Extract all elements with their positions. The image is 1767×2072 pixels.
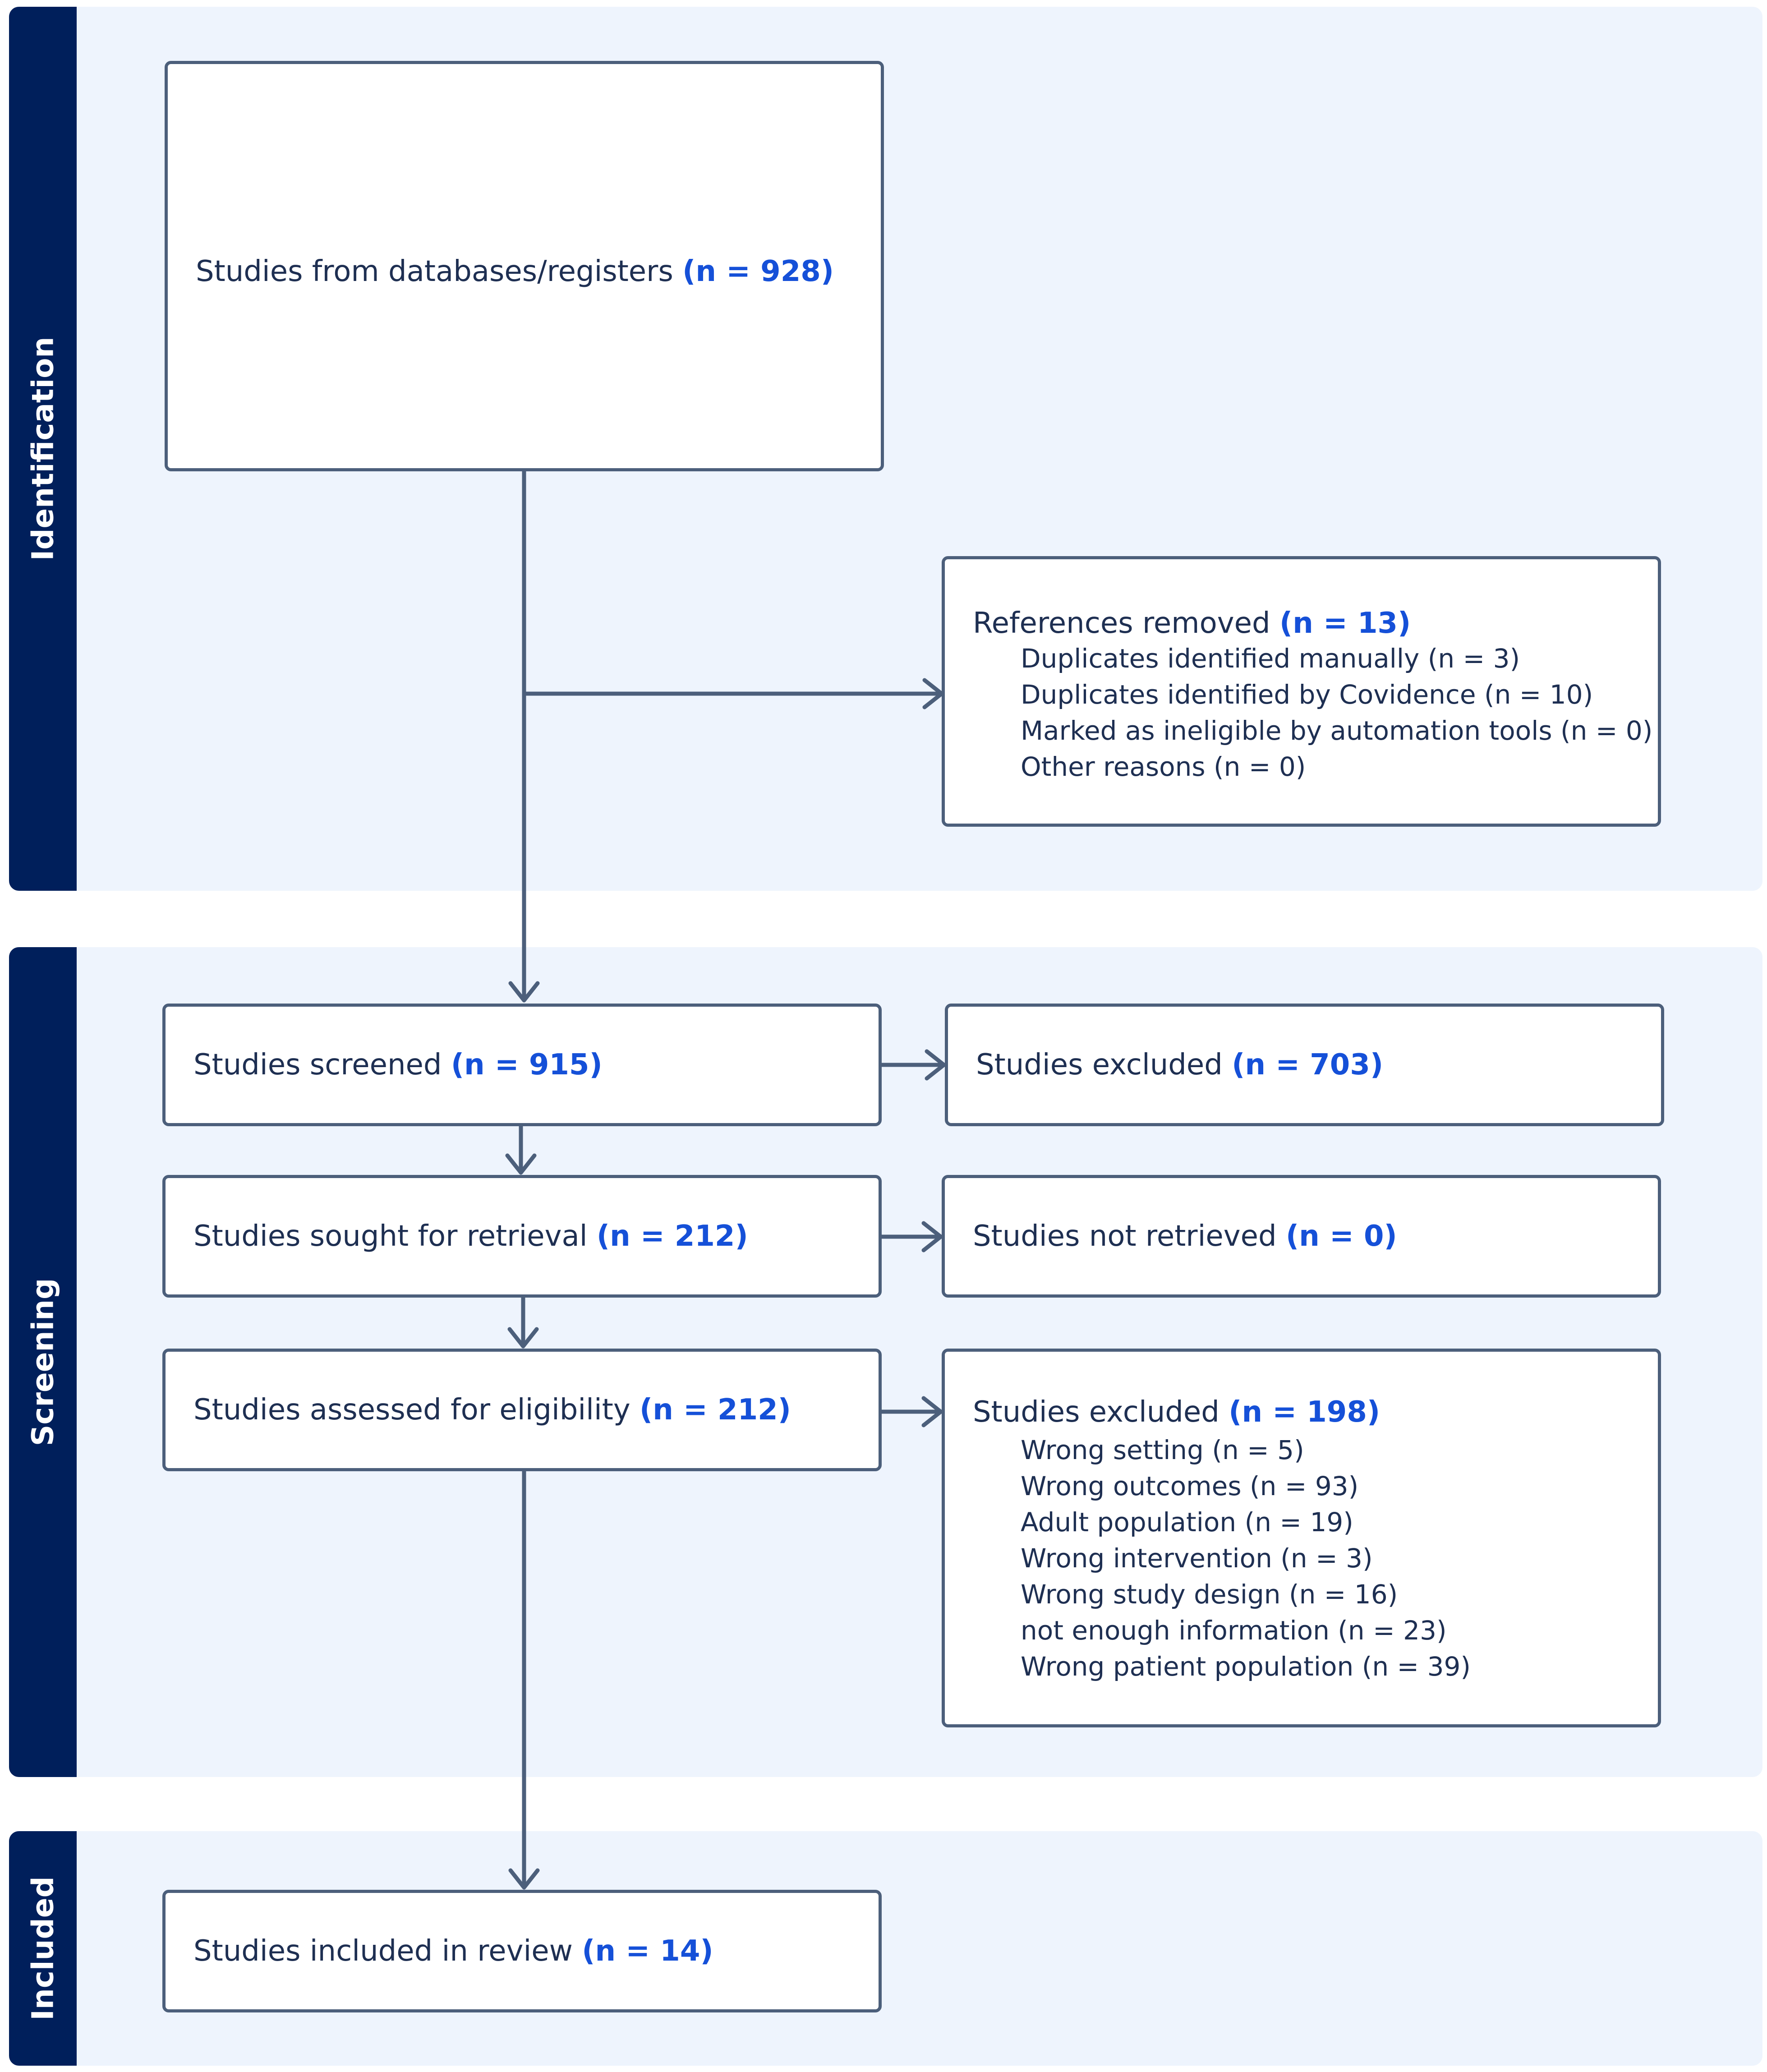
box-label: Studies assessed for eligibility [193,1393,630,1427]
box-included-text: Studies included in review (n = 14) [193,1934,713,1968]
box-count: (n = 0) [1285,1220,1397,1253]
arrowhead [925,1049,946,1081]
box-sought-retrieval-text: Studies sought for retrieval (n = 212) [193,1220,748,1253]
removal-reasons-list: Duplicates identified manually (n = 3) D… [1021,640,1652,785]
box-label: Studies included in review [193,1934,573,1968]
list-item: Duplicates identified manually (n = 3) [1021,643,1520,674]
box-count: (n = 13) [1279,607,1411,640]
box-count: (n = 703) [1232,1048,1384,1082]
arrowhead [505,1153,537,1175]
box-count: (n = 915) [451,1048,603,1082]
exclusion-reasons-list: Wrong setting (n = 5) Wrong outcomes (n … [1021,1432,1471,1685]
box-screening-excluded-text: Studies excluded (n = 703) [976,1048,1383,1082]
arrowhead [921,1221,943,1252]
box-count: (n = 212) [596,1220,748,1253]
list-item: Other reasons (n = 0) [1021,751,1306,782]
box-screening-excluded: Studies excluded (n = 703) [945,1004,1664,1126]
section-band: Identification [9,7,77,891]
box-assessed-eligibility: Studies assessed for eligibility (n = 21… [162,1349,882,1471]
list-item: Adult population (n = 19) [1021,1507,1353,1538]
box-included: Studies included in review (n = 14) [162,1890,882,2012]
box-label: Studies sought for retrieval [193,1220,588,1253]
box-references-removed-text: References removed (n = 13) [973,607,1411,640]
list-item: Wrong setting (n = 5) [1021,1435,1304,1465]
box-screened: Studies screened (n = 915) [162,1004,882,1126]
box-screened-text: Studies screened (n = 915) [193,1048,603,1082]
box-count: (n = 212) [640,1393,791,1427]
section-band: Screening [9,947,77,1777]
arrowhead [508,981,540,1003]
list-item: Wrong study design (n = 16) [1021,1579,1398,1610]
list-item: not enough information (n = 23) [1021,1615,1447,1646]
box-eligibility-excluded: Studies excluded (n = 198) Wrong setting… [942,1349,1661,1727]
section-band: Included [9,1831,77,2066]
box-assessed-eligibility-text: Studies assessed for eligibility (n = 21… [193,1393,791,1427]
box-label: Studies not retrieved [973,1220,1277,1253]
list-item: Wrong intervention (n = 3) [1021,1543,1373,1574]
box-not-retrieved: Studies not retrieved (n = 0) [942,1175,1661,1298]
list-item: Wrong patient population (n = 39) [1021,1651,1471,1682]
box-count: (n = 14) [582,1934,713,1968]
list-item: Duplicates identified by Covidence (n = … [1021,679,1593,710]
box-eligibility-excluded-text: Studies excluded (n = 198) [973,1395,1380,1429]
list-item: Marked as ineligible by automation tools… [1021,715,1653,746]
box-references-removed: References removed (n = 13) Duplicates i… [942,556,1661,827]
box-count: (n = 198) [1229,1395,1380,1429]
box-not-retrieved-text: Studies not retrieved (n = 0) [973,1220,1397,1253]
box-label: Studies excluded [973,1395,1219,1429]
box-label: Studies screened [193,1048,442,1082]
arrowhead [508,1868,540,1890]
box-databases-text: Studies from databases/registers (n = 92… [196,255,834,288]
arrowhead [507,1327,539,1349]
list-item: Wrong outcomes (n = 93) [1021,1471,1359,1501]
box-count: (n = 928) [682,255,834,288]
box-label: References removed [973,607,1270,640]
box-sought-retrieval: Studies sought for retrieval (n = 212) [162,1175,882,1298]
box-label: Studies from databases/registers [196,255,673,288]
box-databases: Studies from databases/registers (n = 92… [165,61,884,471]
box-label: Studies excluded [976,1048,1223,1082]
arrowhead [921,1396,943,1427]
